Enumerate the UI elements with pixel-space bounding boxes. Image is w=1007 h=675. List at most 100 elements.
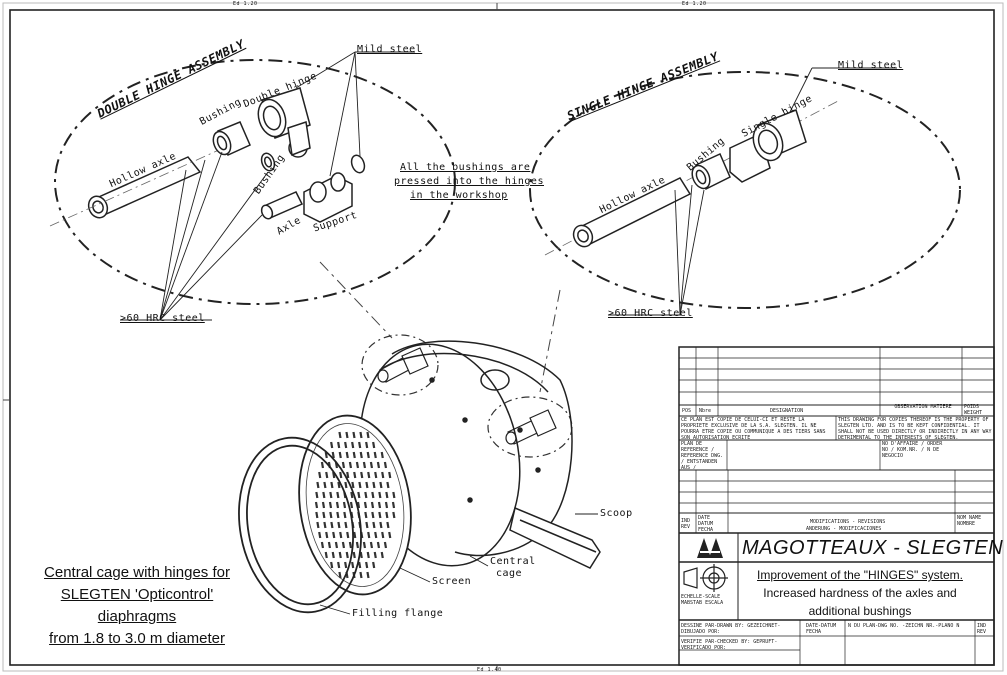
screen-slot (372, 441, 376, 449)
screen-slot (322, 491, 326, 499)
screen-slot (322, 511, 326, 519)
screen-slot (360, 471, 364, 479)
company-brand: MAGOTTEAUX - SLEGTEN (742, 537, 1004, 559)
central-cage-label-1: Central (490, 556, 536, 567)
single-mild-steel-label: Mild steel (838, 60, 904, 71)
screen-slot (355, 461, 360, 469)
screen-slot (344, 481, 348, 489)
screen-slot (351, 441, 355, 449)
tb-designation: DESIGNATION (770, 408, 804, 414)
screen-slot (337, 481, 341, 489)
axle-part (260, 191, 304, 220)
screen-slot (353, 471, 357, 479)
screen-slot (366, 551, 370, 559)
screen-slot (367, 471, 371, 479)
screen-slot (316, 521, 320, 529)
screen-slot (338, 451, 342, 459)
screen-slot (314, 501, 319, 509)
caption-line-3: from 1.8 to 3.0 m diameter (49, 630, 225, 647)
sheet-ref-bottom: Ed 1.40 (477, 667, 502, 673)
screen-slot (376, 461, 381, 469)
screen-slot (351, 561, 355, 569)
screen-slot (330, 561, 334, 569)
bushing-note-line-3: in the workshop (410, 190, 508, 201)
tb-date: DATE DATUM FECHA (698, 515, 714, 533)
screen-slot (338, 551, 342, 559)
screen-slot (325, 531, 329, 539)
single-hinge-ellipse (529, 71, 961, 309)
screen-slot (339, 531, 343, 539)
screen-slot (370, 501, 375, 509)
double-hrc-label: >60 HRC steel (120, 313, 205, 324)
screen-slot (318, 471, 322, 479)
single-bushing-part (691, 152, 731, 191)
tb-modifications: MODIFICATIONS - REVISIONS (810, 519, 886, 525)
screen-slot (327, 541, 332, 549)
drawing-title-1: Improvement of the "HINGES" system. (757, 568, 963, 582)
screen-slot (337, 521, 341, 529)
screen-slot (388, 531, 392, 539)
screen-slot (334, 541, 339, 549)
screen-slot (359, 571, 363, 579)
double-hinge-part (257, 87, 311, 158)
screen-slot (366, 571, 370, 579)
screen-slot (336, 511, 340, 519)
screen-slot (372, 521, 376, 529)
screen-slot (386, 481, 390, 489)
tb-ref-plan: PLAN DE REFERENCE / REFERENCE DWG. / ENT… (681, 441, 724, 469)
screen-slot (342, 501, 347, 509)
screen-slot (348, 461, 353, 469)
screen-slot (358, 481, 362, 489)
screen-slot (363, 501, 368, 509)
tb-plan-no: N DU PLAN-DWG NO. -ZEICHN NR.-PLANO N (848, 623, 960, 629)
screen-slot (352, 451, 356, 459)
screen-slot (359, 451, 363, 459)
screen-slot (320, 541, 325, 549)
screen-slot (330, 441, 334, 449)
magotteaux-logo (697, 538, 723, 558)
screen-slot (341, 541, 346, 549)
central-cage-label-2: cage (496, 568, 523, 579)
tb-aenderung: ANDERUNG - MODIFICACIONES (806, 526, 882, 532)
tb-note-fr: CE PLAN EST COPIE DE CELUI-CI ET RESTE L… (681, 417, 826, 439)
tb-pos: POS (682, 408, 692, 414)
sheet-ref-top-left: Ed 1.20 (233, 1, 258, 7)
screen-slot (384, 501, 389, 509)
screen-slot (383, 541, 388, 549)
screen-slot (345, 431, 349, 439)
screen-slot (371, 491, 375, 499)
screen-slot (381, 471, 385, 479)
screen-slot (323, 481, 327, 489)
screen-slot (385, 511, 389, 519)
screen-slot (338, 571, 342, 579)
screen-slot (353, 531, 357, 539)
bushing-note-line-2: pressed into the hinges (394, 176, 544, 187)
screen-slot (369, 541, 374, 549)
filling-flange-label: Filling flange (352, 608, 444, 619)
screen-slot (366, 451, 370, 459)
screen-slot (331, 451, 335, 459)
scoop-label: Scoop (600, 508, 633, 519)
double-mild-steel-label: Mild steel (357, 44, 423, 55)
screen-slot (345, 451, 349, 459)
screen-slot (381, 531, 385, 539)
sheet-ref-top-right: Ed 1.20 (682, 1, 707, 7)
tb-nom: NOM NAME NOMBRE (957, 515, 982, 527)
scoop (509, 506, 601, 569)
single-hollow-axle-part (572, 177, 692, 248)
screen-slot (339, 471, 343, 479)
screen-slot (385, 491, 389, 499)
screen-slot (365, 521, 369, 529)
double-hinge-ellipse (54, 59, 456, 305)
screen-slot (318, 531, 322, 539)
screen-slot (338, 431, 342, 439)
screen-slot (358, 561, 362, 569)
screen-slot (365, 481, 369, 489)
screen-slot (332, 531, 336, 539)
screen-slot (328, 501, 333, 509)
tb-poids: POIDS WEIGHT (964, 404, 983, 416)
bushing-note-line-1: All the bushings are (400, 162, 531, 173)
tb-ind: IND REV (977, 623, 987, 635)
screen-slot (336, 491, 340, 499)
